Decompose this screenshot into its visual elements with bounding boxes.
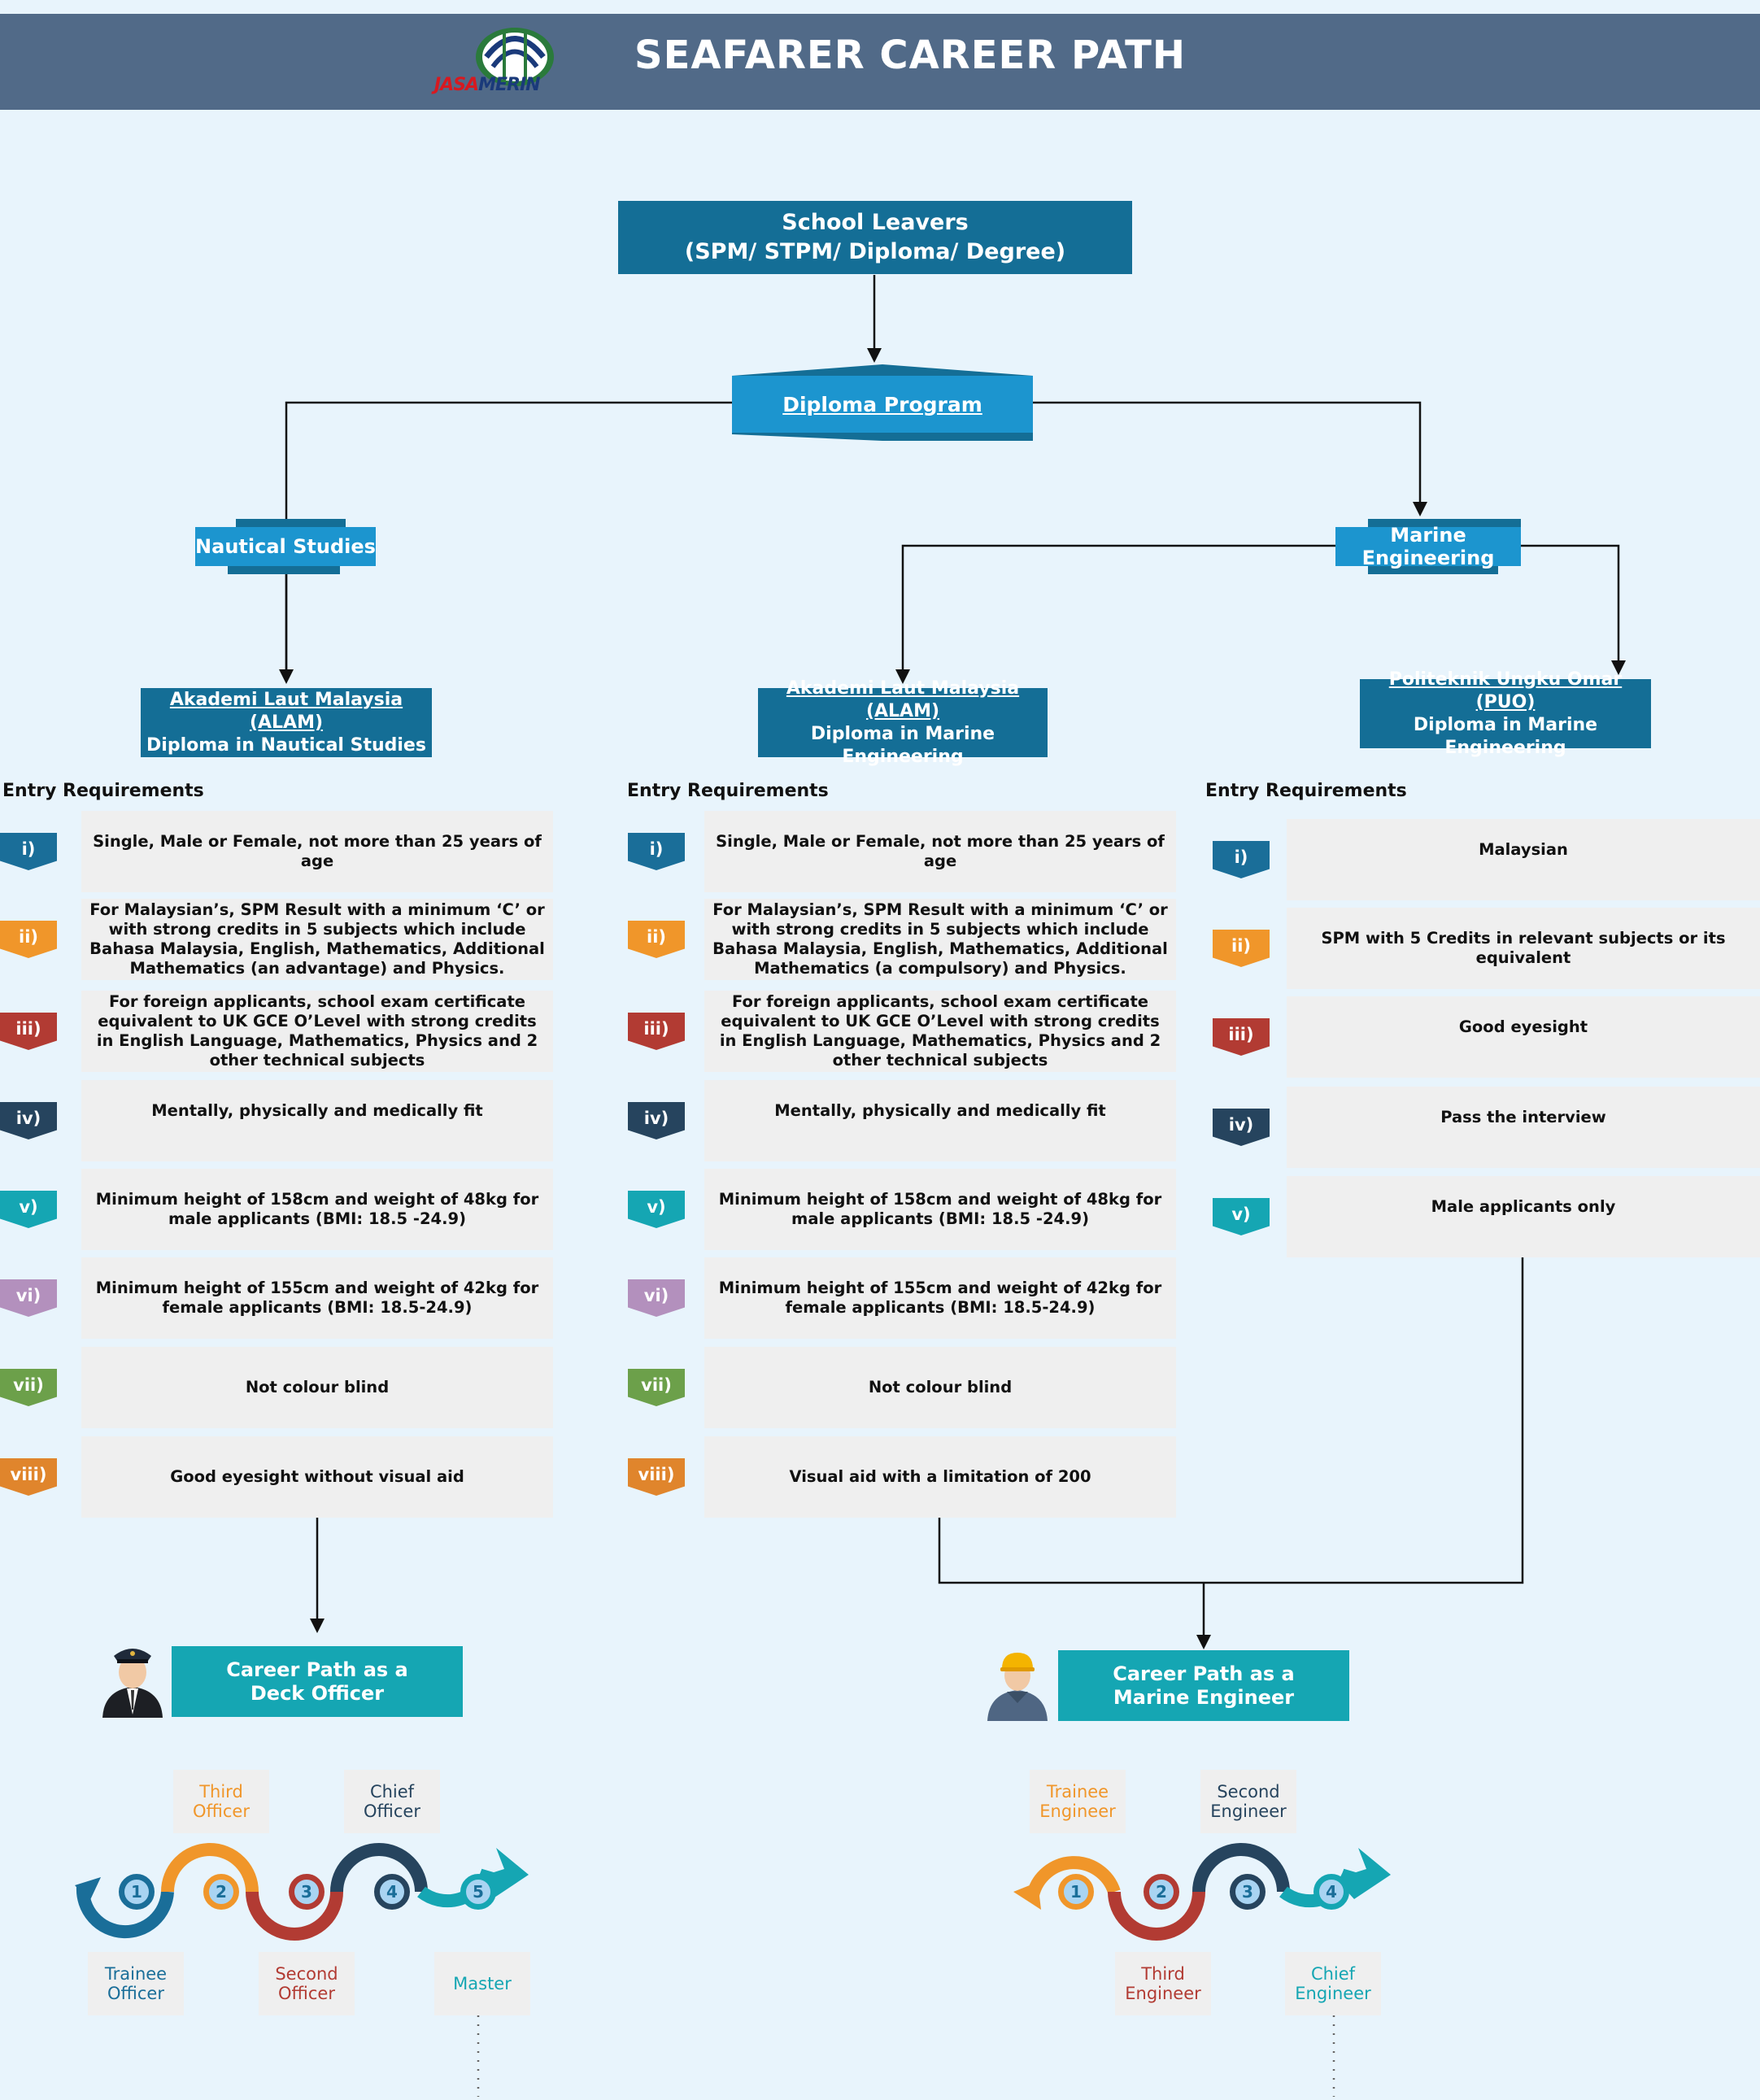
engineer-stage-label: Chief Engineer — [1285, 1952, 1381, 2015]
puo-numeral-tag: iii) — [1213, 1018, 1270, 1056]
puo-requirement-text: Male applicants only — [1287, 1176, 1760, 1257]
deck-officer-career-title: Career Path as a Deck Officer — [172, 1646, 463, 1717]
nautical-requirement-text: Mentally, physically and medically fit — [81, 1080, 553, 1161]
nautical-requirement-text: For Malaysian’s, SPM Result with a minim… — [81, 899, 553, 980]
alam-marine-requirement-text: Single, Male or Female, not more than 25… — [704, 811, 1176, 892]
school-leavers-subtitle: (SPM/ STPM/ Diploma/ Degree) — [684, 239, 1066, 264]
alam-marine-requirement-text: Visual aid with a limitation of 200 — [704, 1436, 1176, 1518]
alam-marine-link[interactable]: Akademi Laut Malaysia (ALAM) — [786, 677, 1020, 721]
alam-marine-entry-title: Entry Requirements — [627, 781, 829, 801]
nautical-requirement-text: Not colour blind — [81, 1347, 553, 1428]
deck-stage-label: Third Officer — [173, 1770, 269, 1833]
diploma-ribbon-shape — [732, 364, 1033, 441]
puo-entry-title: Entry Requirements — [1205, 781, 1407, 801]
marine-engineer-career-title: Career Path as a Marine Engineer — [1058, 1650, 1349, 1721]
engineer-career-wave — [1013, 1843, 1391, 1941]
school-leavers-box: School Leavers (SPM/ STPM/ Diploma/ Degr… — [618, 201, 1132, 274]
puo-box: Politeknik Ungku Omar (PUO) Diploma in M… — [1360, 669, 1651, 758]
alam-marine-requirement-text: For foreign applicants, school exam cert… — [704, 991, 1176, 1072]
deck-stage-number: 3 — [289, 1874, 325, 1910]
nautical-requirement-text: Good eyesight without visual aid — [81, 1436, 553, 1518]
jasamerin-logo — [476, 28, 554, 86]
puo-diploma: Diploma in Marine Engineering — [1413, 714, 1598, 758]
captain-avatar-icon — [102, 1649, 163, 1718]
diploma-program-label[interactable]: Diploma Program — [782, 392, 982, 416]
nautical-requirement-text: Minimum height of 158cm and weight of 48… — [81, 1169, 553, 1250]
engineer-stage-number: 1 — [1058, 1874, 1094, 1910]
nautical-studies-label: Nautical Studies — [195, 535, 376, 558]
alam-marine-requirement-text: Minimum height of 158cm and weight of 48… — [704, 1169, 1176, 1250]
alam-nautical-diploma: Diploma in Nautical Studies — [146, 734, 426, 756]
engineer-stage-number: 3 — [1230, 1874, 1266, 1910]
header-bar — [0, 14, 1760, 110]
deck-stage-label: Master — [434, 1952, 530, 2015]
deck-stage-number: 1 — [119, 1874, 155, 1910]
alam-nautical-box: Akademi Laut Malaysia (ALAM) Diploma in … — [141, 688, 432, 757]
nautical-ribbon-shape — [195, 519, 376, 574]
puo-link[interactable]: Politeknik Ungku Omar (PUO) — [1388, 669, 1623, 712]
engineer-stage-label: Trainee Engineer — [1030, 1770, 1126, 1833]
engineer-stage-number: 4 — [1313, 1874, 1349, 1910]
engineer-avatar-icon — [987, 1653, 1048, 1721]
marine-engineering-ribbon: Marine Engineering — [1335, 519, 1521, 574]
deck-stage-label: Second Officer — [259, 1952, 355, 2015]
nautical-studies-ribbon: Nautical Studies — [195, 519, 376, 574]
puo-requirement-text: Pass the interview — [1287, 1087, 1760, 1168]
page-title: SEAFARER CAREER PATH — [634, 33, 1187, 78]
marine-engineering-label: Marine Engineering — [1361, 524, 1495, 569]
deck-stage-number: 4 — [374, 1874, 410, 1910]
alam-nautical-link[interactable]: Akademi Laut Malaysia (ALAM) — [169, 689, 403, 733]
puo-requirement-text: Good eyesight — [1287, 996, 1760, 1078]
alam-marine-box: Akademi Laut Malaysia (ALAM) Diploma in … — [758, 678, 1048, 767]
alam-marine-diploma: Diploma in Marine Engineering — [810, 723, 995, 767]
engineer-stage-number: 2 — [1144, 1874, 1179, 1910]
engineer-stage-label: Third Engineer — [1115, 1952, 1211, 2015]
logo-wordmark: JASAMERIN — [434, 75, 541, 95]
deck-stage-label: Chief Officer — [344, 1770, 440, 1833]
school-leavers-title: School Leavers — [782, 210, 969, 235]
puo-requirement-text: SPM with 5 Credits in relevant subjects … — [1287, 908, 1760, 989]
alam-marine-requirement-text: Mentally, physically and medically fit — [704, 1080, 1176, 1161]
alam-marine-numeral-tag: iv) — [628, 1102, 685, 1139]
engineer-stage-label: Second Engineer — [1200, 1770, 1296, 1833]
deck-stage-label: Trainee Officer — [88, 1952, 184, 2015]
diploma-program-ribbon: Diploma Program — [732, 364, 1033, 441]
marine-ribbon-shape — [1335, 519, 1521, 574]
alam-marine-requirement-text: Minimum height of 155cm and weight of 42… — [704, 1257, 1176, 1339]
alam-marine-requirement-text: For Malaysian’s, SPM Result with a minim… — [704, 899, 1176, 980]
nautical-requirement-text: For foreign applicants, school exam cert… — [81, 991, 553, 1072]
nautical-requirement-text: Single, Male or Female, not more than 25… — [81, 811, 553, 892]
alam-marine-requirement-text: Not colour blind — [704, 1347, 1176, 1428]
puo-requirement-text: Malaysian — [1287, 819, 1760, 900]
deck-career-wave — [75, 1843, 529, 1941]
nautical-entry-title: Entry Requirements — [2, 781, 204, 801]
deck-stage-number: 2 — [203, 1874, 239, 1910]
nautical-requirement-text: Minimum height of 155cm and weight of 42… — [81, 1257, 553, 1339]
deck-stage-number: 5 — [460, 1874, 496, 1910]
